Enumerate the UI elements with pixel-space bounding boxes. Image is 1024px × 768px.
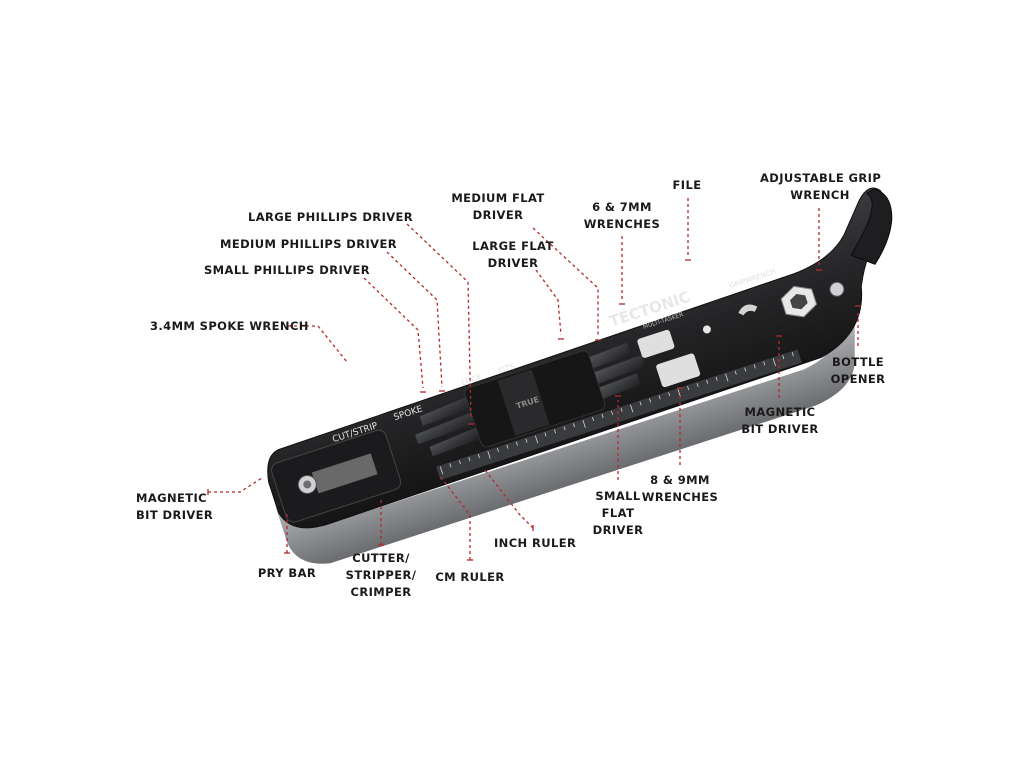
ruler-tick: [696, 382, 699, 388]
label-large-flat-driver: LARGE FLAT DRIVER: [472, 239, 554, 270]
label-file: FILE: [672, 178, 702, 192]
ruler-tick: [782, 355, 785, 360]
ruler-tick: [506, 444, 509, 449]
ruler-strip: [436, 349, 802, 481]
ruler-tick: [630, 404, 634, 413]
label-small-flat-driver: SMALL FLAT DRIVER: [592, 489, 644, 537]
leader-spoke-wrench: [288, 325, 348, 363]
leader-cm-ruler: [439, 475, 471, 560]
magnet-icon: [738, 304, 758, 316]
leader-large-flat: [535, 269, 562, 336]
ruler-tick: [611, 410, 614, 415]
leader-medium-flat: [532, 227, 599, 336]
label-pry-bar: PRY BAR: [257, 566, 317, 580]
ruler-tick: [601, 413, 604, 418]
label-cutter-stripper-crimper: CUTTER/ STRIPPER/ CRIMPER: [345, 551, 417, 599]
ruler-tick: [468, 457, 471, 462]
ruler-tick: [458, 460, 461, 465]
wrench-cutout-6-7: [637, 329, 675, 358]
label-bottle-opener: BOTTLE OPENER: [830, 355, 886, 386]
ruler-tick: [639, 401, 642, 406]
ruler-tick: [439, 466, 444, 475]
label-small-phillips-driver: SMALL PHILLIPS DRIVER: [204, 263, 370, 277]
ruler-tick: [677, 389, 681, 397]
ruler-tick: [515, 441, 518, 446]
ruler-tick: [706, 379, 709, 384]
ruler-tick: [553, 429, 556, 434]
label-inch-ruler: INCH RULER: [494, 536, 577, 550]
ruler-tick: [487, 450, 491, 459]
ruler-tick: [582, 420, 586, 428]
label-medium-flat-driver: MEDIUM FLAT DRIVER: [451, 191, 545, 222]
ruler-ticks: [439, 352, 794, 475]
leader-inch-ruler: [484, 469, 534, 529]
leader-mag-bit-left: [208, 477, 263, 493]
label-spoke-wrench: 3.4MM SPOKE WRENCH: [150, 319, 309, 333]
ruler-tick: [477, 454, 480, 459]
label-8-9mm-wrenches: 8 & 9MM WRENCHES: [641, 473, 719, 504]
ruler-tick: [592, 416, 595, 421]
label-cm-ruler: CM RULER: [435, 570, 505, 584]
ruler-tick: [649, 398, 652, 403]
ruler-tick: [687, 386, 690, 391]
leader-large-phillips: [406, 223, 472, 421]
ruler-tick: [744, 367, 747, 372]
ruler-tick: [772, 358, 776, 367]
cutter-slot: [311, 453, 378, 494]
ruler-tick: [791, 352, 794, 357]
ruler-tick: [563, 426, 566, 431]
driver-bits: [415, 342, 646, 457]
wrench-cutout-8-9: [656, 353, 701, 388]
ruler-tick: [449, 463, 452, 468]
label-medium-phillips-driver: MEDIUM PHILLIPS DRIVER: [220, 237, 397, 251]
ruler-tick: [715, 376, 718, 381]
label-6-7mm-wrenches: 6 & 7MM WRENCHES: [583, 200, 661, 231]
label-magnetic-bit-driver-left: MAGNETIC BIT DRIVER: [136, 491, 214, 522]
small-hole: [702, 325, 711, 334]
pivot-screw-right: [829, 281, 845, 297]
ruler-tick: [753, 364, 756, 369]
leader-small-phillips: [363, 277, 424, 389]
ruler-tick: [658, 395, 661, 400]
ruler-tick: [534, 435, 539, 444]
ruler-tick: [668, 392, 671, 397]
label-adjustable-grip-wrench: ADJUSTABLE GRIP WRENCH: [760, 171, 882, 202]
ruler-tick: [763, 361, 766, 366]
leader-medium-phillips: [386, 251, 443, 388]
bit-holder-ridge: [497, 369, 550, 436]
ruler-tick: [544, 432, 547, 437]
ruler-tick: [573, 423, 576, 428]
ruler-tick: [734, 370, 737, 375]
ruler-tick: [620, 407, 623, 412]
label-large-phillips-driver: LARGE PHILLIPS DRIVER: [248, 210, 414, 224]
grip-wrench-hook: [850, 188, 893, 265]
label-magnetic-bit-driver-right: MAGNETIC BIT DRIVER: [741, 405, 819, 436]
tool-side-edge: [275, 299, 855, 564]
ruler-tick: [525, 438, 528, 443]
ruler-tick: [725, 373, 729, 382]
ruler-tick: [496, 447, 499, 452]
